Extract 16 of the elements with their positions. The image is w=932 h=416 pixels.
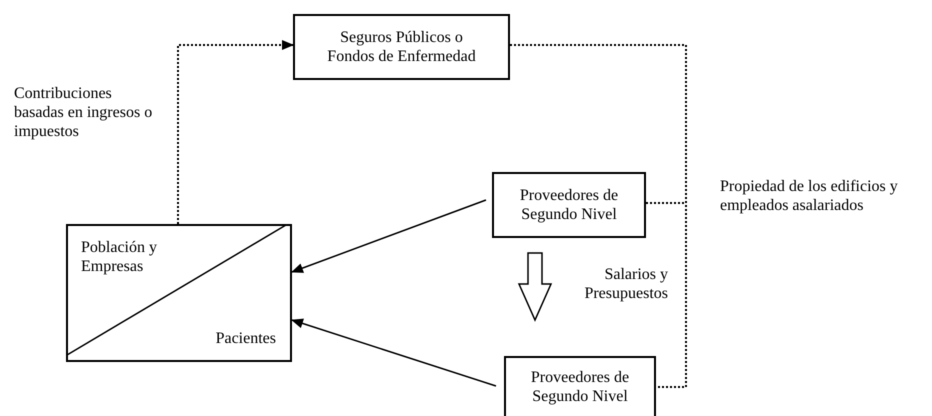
edge-label: Salarios y Presupuestos (583, 265, 668, 304)
box-label: Proveedores de Segundo Nivel (518, 186, 620, 224)
box-label: Proveedores de Segundo Nivel (530, 368, 630, 406)
hollow-block-arrow (518, 252, 552, 322)
process-box (504, 356, 656, 416)
dotted-connector (177, 40, 294, 224)
annotation-text: Propiedad de los edificios y empleados asalariados (720, 177, 899, 216)
process-box (293, 14, 510, 80)
box-label: Pacientes (216, 328, 276, 348)
arrow (291, 199, 486, 273)
box-label: Seguros Públicos o Fondos de Enfermedad (326, 28, 477, 66)
dotted-connector (510, 44, 687, 388)
box-label: Población y Empresas (81, 238, 158, 276)
arrow (291, 318, 496, 387)
process-box (492, 172, 646, 238)
edge-label: Contribuciones basadas en ingresos o impuestos (14, 84, 154, 142)
